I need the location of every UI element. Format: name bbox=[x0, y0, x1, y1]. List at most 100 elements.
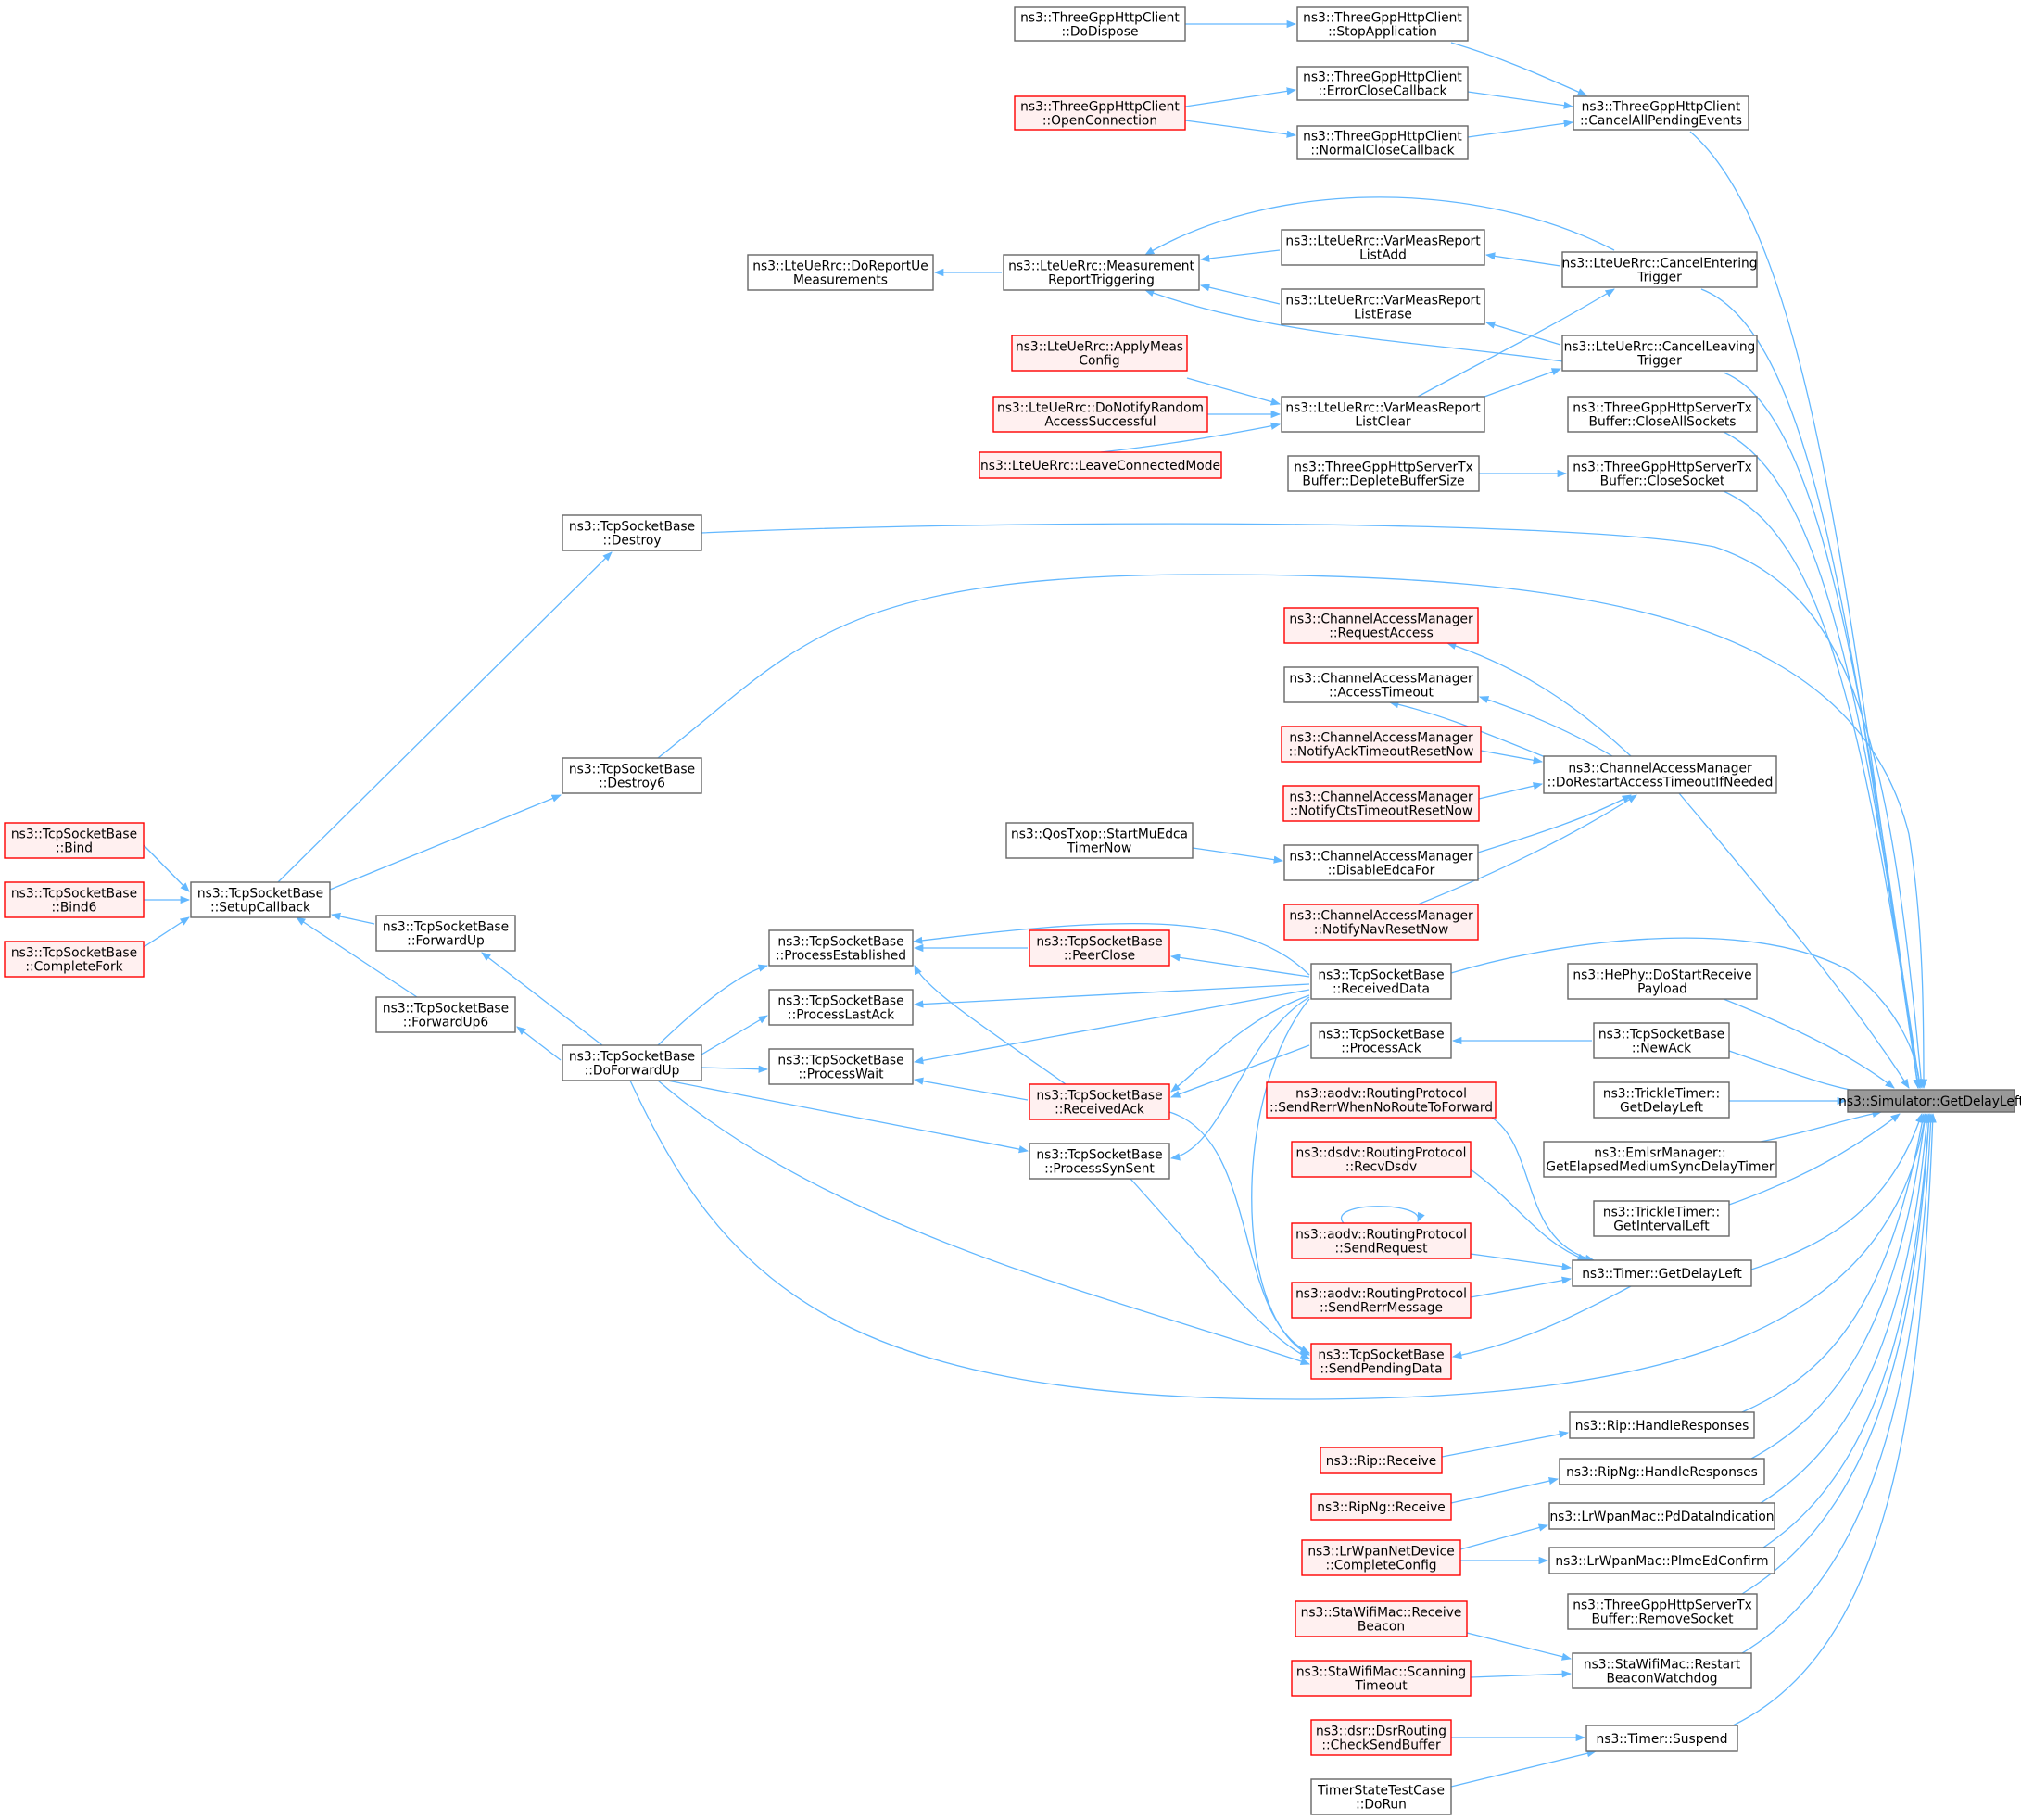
node-tcp-peerclose[interactable]: ns3::TcpSocketBase::PeerClose bbox=[1029, 929, 1170, 967]
node-label-line: ::SendRerrWhenNoRouteToForward bbox=[1269, 1101, 1493, 1116]
node-ripng-receive[interactable]: ns3::RipNg::Receive bbox=[1310, 1493, 1452, 1521]
node-box bbox=[1559, 1458, 1765, 1485]
node-root[interactable]: ns3::Simulator::GetDelayLeft bbox=[1838, 1089, 2021, 1113]
node-tcp-proclastack[interactable]: ns3::TcpSocketBase::ProcessLastAck bbox=[768, 989, 914, 1026]
edge-lrwpan_plmeed-to-root bbox=[1760, 1112, 1933, 1550]
node-label-line: ::NotifyAckTimeoutResetNow bbox=[1289, 745, 1474, 760]
node-cam-reqaccess[interactable]: ns3::ChannelAccessManager::RequestAccess bbox=[1283, 607, 1479, 644]
node-tcp-recvdata[interactable]: ns3::TcpSocketBase::ReceivedData bbox=[1310, 963, 1452, 1000]
node-tcp-doforwardup[interactable]: ns3::TcpSocketBase::DoForwardUp bbox=[562, 1044, 702, 1081]
node-box bbox=[1548, 1502, 1775, 1530]
node-timer-getdelay[interactable]: ns3::Timer::GetDelayLeft bbox=[1572, 1259, 1752, 1287]
node-ths-closeall[interactable]: ns3::ThreeGppHttpServerTxBuffer::CloseAl… bbox=[1567, 396, 1758, 433]
edge-trickle_getint-to-root bbox=[1728, 1113, 1901, 1206]
node-tcp-procsynsent[interactable]: ns3::TcpSocketBase::ProcessSynSent bbox=[1029, 1143, 1170, 1180]
node-cam-notifyack[interactable]: ns3::ChannelAccessManager::NotifyAckTime… bbox=[1281, 726, 1482, 763]
edge-tcp_recvack-to-tcp_procwait bbox=[913, 1077, 1029, 1101]
node-rip-receive[interactable]: ns3::Rip::Receive bbox=[1320, 1447, 1443, 1474]
node-label-line: ns3::TcpSocketBase bbox=[383, 1002, 509, 1017]
node-tcp-setupcb[interactable]: ns3::TcpSocketBase::SetupCallback bbox=[190, 881, 331, 918]
node-ths-closesock[interactable]: ns3::ThreeGppHttpServerTxBuffer::CloseSo… bbox=[1567, 455, 1758, 492]
node-thc-stopapp[interactable]: ns3::ThreeGppHttpClient::StopApplication bbox=[1296, 6, 1469, 42]
node-cam-disableedca[interactable]: ns3::ChannelAccessManager::DisableEdcaFo… bbox=[1283, 844, 1479, 881]
node-box bbox=[768, 989, 914, 1026]
node-ths-deplete[interactable]: ns3::ThreeGppHttpServerTxBuffer::Deplete… bbox=[1287, 455, 1480, 492]
node-thc-dodispose[interactable]: ns3::ThreeGppHttpClient::DoDispose bbox=[1014, 6, 1186, 42]
node-cam-notifycts[interactable]: ns3::ChannelAccessManager::NotifyCtsTime… bbox=[1282, 785, 1480, 822]
node-tcp-newack[interactable]: ns3::TcpSocketBase::NewAck bbox=[1593, 1022, 1730, 1059]
node-lrwpan-pddata[interactable]: ns3::LrWpanMac::PdDataIndication bbox=[1548, 1502, 1775, 1530]
node-thc-openconn[interactable]: ns3::ThreeGppHttpClient::OpenConnection bbox=[1014, 95, 1186, 131]
node-label-line: ns3::aodv::RoutingProtocol bbox=[1295, 1287, 1467, 1302]
node-tcp-bind6[interactable]: ns3::TcpSocketBase::Bind6 bbox=[4, 881, 145, 918]
edge-timer_getdelay-to-tcp_sendpending bbox=[1451, 1285, 1632, 1359]
node-thc-errclose[interactable]: ns3::ThreeGppHttpClient::ErrorCloseCallb… bbox=[1296, 66, 1469, 101]
node-box bbox=[1310, 1343, 1452, 1380]
node-label-line: ns3::LrWpanNetDevice bbox=[1307, 1545, 1454, 1560]
node-aodv-sendrequest[interactable]: ns3::aodv::RoutingProtocol::SendRequest bbox=[1291, 1222, 1472, 1259]
node-label-line: Buffer::CloseSocket bbox=[1600, 474, 1725, 489]
node-lrwpan-plmeed[interactable]: ns3::LrWpanMac::PlmeEdConfirm bbox=[1548, 1547, 1775, 1574]
node-dsr-checksend[interactable]: ns3::dsr::DsrRouting::CheckSendBuffer bbox=[1310, 1719, 1452, 1756]
node-label-line: ns3::TcpSocketBase bbox=[777, 1054, 903, 1068]
node-label-line: ns3::ChannelAccessManager bbox=[1289, 850, 1473, 865]
node-trickle-getdelay[interactable]: ns3::TrickleTimer::GetDelayLeft bbox=[1593, 1081, 1730, 1119]
node-timerstate-dorun[interactable]: TimerStateTestCase::DoRun bbox=[1310, 1778, 1452, 1815]
edge-tcp_doforwardup-to-tcp_proclastack bbox=[701, 1015, 768, 1055]
node-rip-handle[interactable]: ns3::Rip::HandleResponses bbox=[1569, 1411, 1755, 1439]
node-lte-meastrig[interactable]: ns3::LteUeRrc::MeasurementReportTriggeri… bbox=[1003, 254, 1200, 291]
node-lte-donotify[interactable]: ns3::LteUeRrc::DoNotifyRandomAccessSucce… bbox=[992, 396, 1208, 433]
node-box bbox=[1281, 229, 1485, 266]
node-cam-acctimeout[interactable]: ns3::ChannelAccessManager::AccessTimeout bbox=[1283, 666, 1479, 703]
edge-cam_disableedca-to-cam_dorestart bbox=[1477, 794, 1632, 853]
node-ripng-handle[interactable]: ns3::RipNg::HandleResponses bbox=[1559, 1458, 1765, 1485]
node-cam-dorestart[interactable]: ns3::ChannelAccessManager::DoRestartAcce… bbox=[1543, 755, 1777, 794]
node-aodv-sendrerrmsg[interactable]: ns3::aodv::RoutingProtocol::SendRerrMess… bbox=[1291, 1282, 1472, 1319]
node-ths-removesock[interactable]: ns3::ThreeGppHttpServerTxBuffer::RemoveS… bbox=[1567, 1593, 1758, 1630]
node-tcp-fwdup[interactable]: ns3::TcpSocketBase::ForwardUp bbox=[375, 915, 516, 952]
node-box bbox=[1281, 726, 1482, 763]
node-tcp-completefork[interactable]: ns3::TcpSocketBase::CompleteFork bbox=[4, 941, 145, 978]
edge-ripng_receive-to-ripng_handle bbox=[1450, 1477, 1560, 1504]
node-emlsr-getelapsed[interactable]: ns3::EmlsrManager::GetElapsedMediumSyncD… bbox=[1543, 1141, 1777, 1178]
node-tcp-recvack[interactable]: ns3::TcpSocketBase::ReceivedAck bbox=[1029, 1083, 1170, 1120]
node-label-line: GetIntervalLeft bbox=[1613, 1220, 1710, 1234]
node-tcp-sendpending[interactable]: ns3::TcpSocketBase::SendPendingData bbox=[1310, 1343, 1452, 1380]
node-box bbox=[1320, 1447, 1443, 1474]
node-aodv-sendrerr-noroute[interactable]: ns3::aodv::RoutingProtocol::SendRerrWhen… bbox=[1266, 1081, 1497, 1119]
node-timer-suspend[interactable]: ns3::Timer::Suspend bbox=[1585, 1725, 1738, 1752]
node-box bbox=[1301, 1539, 1461, 1576]
node-tcp-bind[interactable]: ns3::TcpSocketBase::Bind bbox=[4, 822, 145, 859]
node-box bbox=[747, 254, 934, 291]
node-lte-leaveconn[interactable]: ns3::LteUeRrc::LeaveConnectedMode bbox=[979, 451, 1222, 479]
node-thc-normclose[interactable]: ns3::ThreeGppHttpClient::NormalCloseCall… bbox=[1296, 125, 1469, 160]
node-tcp-procwait[interactable]: ns3::TcpSocketBase::ProcessWait bbox=[768, 1048, 914, 1085]
node-label-line: Trigger bbox=[1636, 354, 1682, 369]
node-tcp-fwdup6[interactable]: ns3::TcpSocketBase::ForwardUp6 bbox=[375, 996, 516, 1033]
node-cam-notifynav[interactable]: ns3::ChannelAccessManager::NotifyNavRese… bbox=[1283, 904, 1479, 941]
node-trickle-getint[interactable]: ns3::TrickleTimer::GetIntervalLeft bbox=[1593, 1200, 1730, 1237]
node-dsdv-recvdsdv[interactable]: ns3::dsdv::RoutingProtocol::RecvDsdv bbox=[1291, 1141, 1472, 1178]
node-label-line: ns3::LteUeRrc::CancelLeaving bbox=[1564, 340, 1756, 355]
node-thc-cancelall[interactable]: ns3::ThreeGppHttpClient::CancelAllPendin… bbox=[1573, 95, 1749, 131]
node-lrwpan-complete[interactable]: ns3::LrWpanNetDevice::CompleteConfig bbox=[1301, 1539, 1461, 1576]
edge-dsdv_recvdsdv-to-timer_getdelay bbox=[1470, 1169, 1587, 1261]
node-tcp-destroy[interactable]: ns3::TcpSocketBase::Destroy bbox=[562, 514, 702, 551]
node-tcp-procack[interactable]: ns3::TcpSocketBase::ProcessAck bbox=[1310, 1022, 1452, 1059]
node-label-line: ::PeerClose bbox=[1064, 949, 1135, 964]
node-tcp-procest[interactable]: ns3::TcpSocketBase::ProcessEstablished bbox=[768, 929, 914, 967]
node-tcp-destroy6[interactable]: ns3::TcpSocketBase::Destroy6 bbox=[562, 757, 702, 794]
node-box bbox=[562, 757, 702, 794]
